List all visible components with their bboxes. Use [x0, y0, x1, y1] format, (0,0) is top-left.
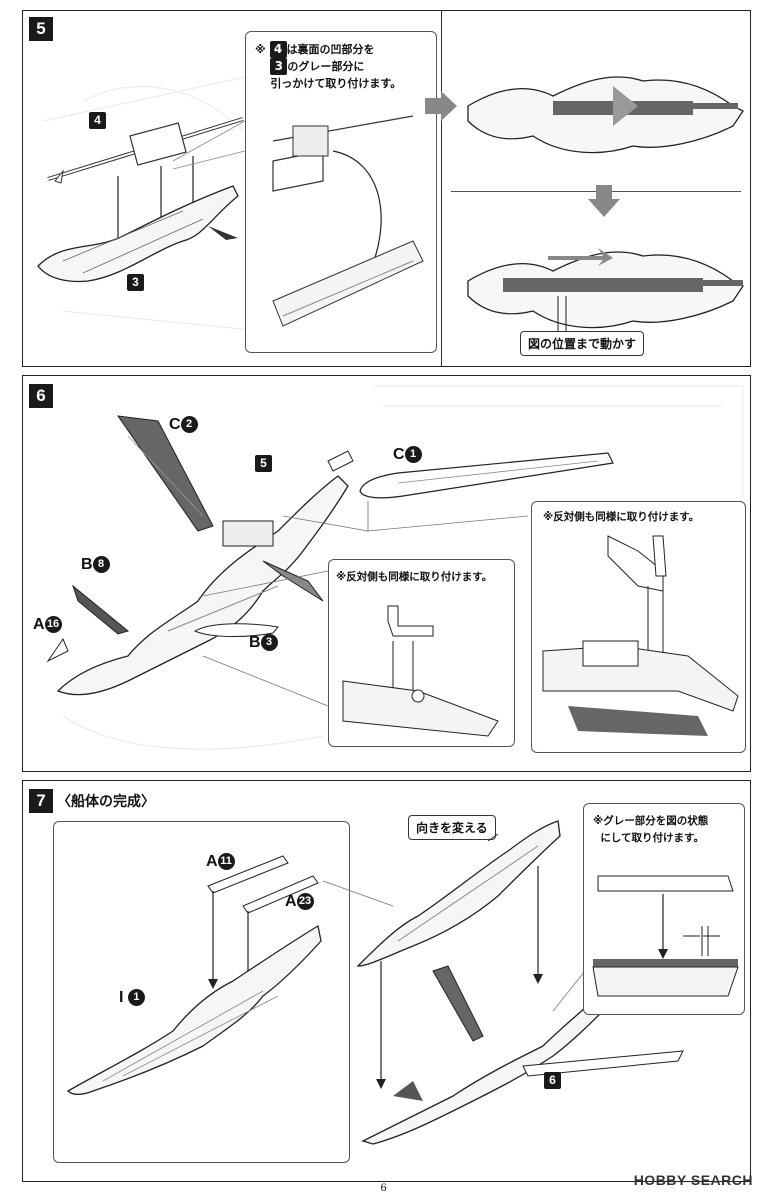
part-b3-drawing — [193, 623, 279, 637]
c2-number: 2 — [180, 416, 198, 434]
parts-a11-a23-drawing — [207, 855, 319, 914]
note-ref-3: 3 — [270, 58, 288, 75]
step-6-detail-box-right — [531, 501, 746, 753]
step-7-title: 〈船体の完成〉 — [57, 794, 155, 810]
part-label-3: 3 — [127, 273, 144, 291]
part-label-4: 4 — [89, 111, 106, 129]
step-6-note-center: ※反対側も同様に取り付けます。 — [336, 571, 493, 583]
b8-letter: B — [81, 556, 93, 573]
b3-letter: B — [249, 634, 261, 651]
note-text-line3: 引っかけて取り付けます。 — [270, 77, 402, 90]
wing-c2-drawing — [116, 415, 214, 532]
step-5-assembled-hull-bottom — [467, 248, 744, 331]
step-7-flipped-hull — [356, 820, 561, 967]
step-7-parts-box — [53, 821, 350, 1163]
step-7-number: 7 — [29, 789, 53, 813]
note-text-line1: は裏面の凹部分を — [286, 43, 375, 56]
part-label-5: 5 — [255, 454, 272, 472]
step-6-center-detail-drawing — [342, 605, 499, 737]
step-6-leaders — [202, 501, 529, 707]
step-6-right-detail-drawing — [542, 535, 739, 736]
step-6-number: 6 — [29, 384, 53, 408]
step-5-box-leader — [172, 120, 246, 170]
b3-number: 3 — [260, 634, 278, 652]
part-3-hull-drawing — [37, 185, 239, 283]
step-6-note-right: ※反対側も同様に取り付けます。 — [543, 511, 700, 523]
note-text-line2: のグレー部分に — [287, 60, 365, 73]
c1-number: 1 — [404, 446, 422, 464]
step-5-assembled-hull-top — [467, 76, 744, 154]
right-arrow-icon — [425, 91, 457, 121]
wing-c1-drawing — [359, 452, 614, 499]
c1-letter: C — [393, 446, 405, 463]
step-5-divider — [441, 11, 442, 366]
a23-number: 23 — [296, 893, 314, 911]
b8-number: 8 — [92, 556, 110, 574]
watermark-logo: HOBBY SEARCH — [633, 1172, 753, 1188]
i1-letter: I — [119, 989, 124, 1006]
step-6-hull-drawing — [56, 450, 354, 696]
step-5-ghost-lines — [42, 70, 274, 332]
a16-letter: A — [33, 616, 45, 633]
step-6-ghost-lines — [62, 385, 744, 750]
note-ref-4: 4 — [269, 41, 287, 58]
page-number: 6 — [380, 1183, 387, 1194]
down-arrow-icon — [588, 185, 620, 217]
step-5-number: 5 — [29, 17, 53, 41]
c2-letter: C — [169, 416, 181, 433]
hull-i1-drawing — [66, 924, 322, 1096]
a23-letter: A — [285, 893, 297, 910]
note-line1: ※グレー部分を図の状態 — [593, 815, 709, 827]
a11-letter: A — [206, 853, 218, 870]
note-line2: にして取り付けます。 — [600, 832, 704, 844]
part-a16-drawing — [46, 637, 69, 663]
step-7-note: ※グレー部分を図の状態 にして取り付けます。 — [593, 813, 708, 847]
step-5-callout: 図の位置まで動かす — [520, 331, 645, 356]
a16-number: 16 — [44, 616, 62, 634]
i1-number: 1 — [127, 989, 145, 1007]
step-7-callout: 向きを変える — [408, 815, 496, 840]
step-5-detail-drawing — [272, 115, 424, 327]
a11-number: 11 — [217, 853, 235, 871]
step-7-detail-drawing — [592, 875, 739, 997]
part-label-i1: I 1 — [119, 989, 145, 1007]
note-mark: ※ — [255, 43, 266, 56]
fin-b8-drawing — [71, 584, 130, 635]
part-label-6: 6 — [544, 1071, 561, 1089]
